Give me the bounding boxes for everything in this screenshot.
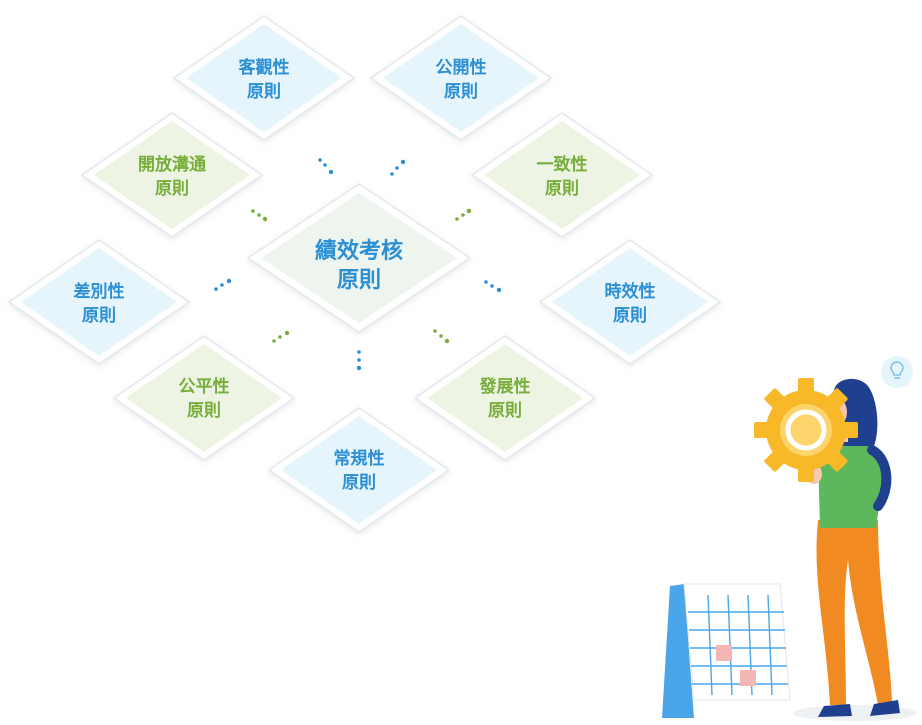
- node-label: 公平性: [179, 376, 230, 397]
- node-label: 公開性: [436, 57, 487, 78]
- node-sublabel: 原則: [545, 179, 579, 199]
- node-sublabel: 原則: [187, 401, 221, 421]
- node-sublabel: 原則: [247, 82, 281, 102]
- node-sublabel: 原則: [444, 82, 478, 102]
- connector-dot: [318, 158, 322, 162]
- diamond-fill: [427, 344, 583, 452]
- diamond-fill: [186, 24, 342, 132]
- principle-node-regularity: 常規性 原則: [267, 407, 451, 533]
- connector-dot: [226, 278, 232, 284]
- node-sublabel: 原則: [82, 306, 116, 326]
- illustration: [662, 356, 917, 721]
- connector-dot: [395, 166, 399, 170]
- connector-dot: [390, 172, 394, 176]
- diamond-fill: [94, 121, 250, 229]
- connector-dot: [484, 280, 488, 284]
- connector-dot: [466, 208, 472, 214]
- center-diamond-fill: [261, 193, 457, 323]
- connector-dot: [357, 358, 361, 362]
- node-sublabel: 原則: [613, 306, 647, 326]
- connector-dot: [251, 209, 255, 213]
- diamond-fill: [552, 248, 708, 356]
- connector-dot: [262, 216, 268, 222]
- node-sublabel: 原則: [155, 179, 189, 199]
- connector-dot: [257, 213, 261, 217]
- connector-dot: [439, 334, 443, 338]
- connector-dot: [323, 163, 327, 167]
- principle-node-openness: 公開性 原則: [369, 15, 553, 141]
- connector-dot: [278, 335, 282, 339]
- principle-node-objectivity: 客觀性 原則: [172, 15, 356, 141]
- node-label: 發展性: [479, 376, 531, 397]
- connector-dots: [214, 158, 502, 371]
- node-label: 常規性: [334, 448, 385, 469]
- connector-dot: [272, 339, 276, 343]
- connector-dot: [433, 329, 437, 333]
- connector-dot: [496, 287, 502, 293]
- connector-dot: [444, 338, 450, 344]
- connector-dot: [400, 159, 406, 165]
- calendar-icon: [662, 583, 791, 718]
- center-title: 績效考核: [315, 238, 403, 264]
- center-node: 績效考核 原則: [246, 183, 472, 333]
- node-label: 開放溝通: [138, 154, 206, 175]
- principle-node-consistency: 一致性 原則: [470, 112, 654, 238]
- connector-dot: [490, 284, 494, 288]
- principle-node-differentiation: 差別性 原則: [7, 239, 191, 365]
- diamond-fill: [383, 24, 539, 132]
- connector-dot: [461, 213, 465, 217]
- connector-dot: [214, 287, 218, 291]
- lightbulb-icon: [881, 356, 913, 388]
- node-label: 差別性: [74, 281, 125, 302]
- connector-dot: [455, 217, 459, 221]
- diamond-fill: [484, 121, 640, 229]
- node-sublabel: 原則: [488, 401, 522, 421]
- node-label: 時效性: [605, 281, 656, 302]
- center-subtitle: 原則: [337, 268, 381, 293]
- principle-node-open-communication: 開放溝通 原則: [80, 112, 264, 238]
- diamond-fill: [126, 344, 282, 452]
- node-label: 客觀性: [238, 57, 290, 78]
- principle-node-fairness: 公平性 原則: [112, 335, 296, 461]
- principle-node-timeliness: 時效性 原則: [538, 239, 722, 365]
- connector-dot: [284, 330, 290, 336]
- node-label: 一致性: [537, 154, 588, 175]
- connector-dot: [356, 365, 362, 371]
- gear-icon: [754, 378, 858, 482]
- connector-dot: [357, 350, 361, 354]
- diamond-fill: [21, 248, 177, 356]
- diamond-fill: [281, 416, 437, 524]
- connector-dot: [328, 169, 334, 175]
- principle-node-development: 發展性 原則: [413, 335, 597, 461]
- node-sublabel: 原則: [342, 473, 376, 493]
- connector-dot: [220, 283, 224, 287]
